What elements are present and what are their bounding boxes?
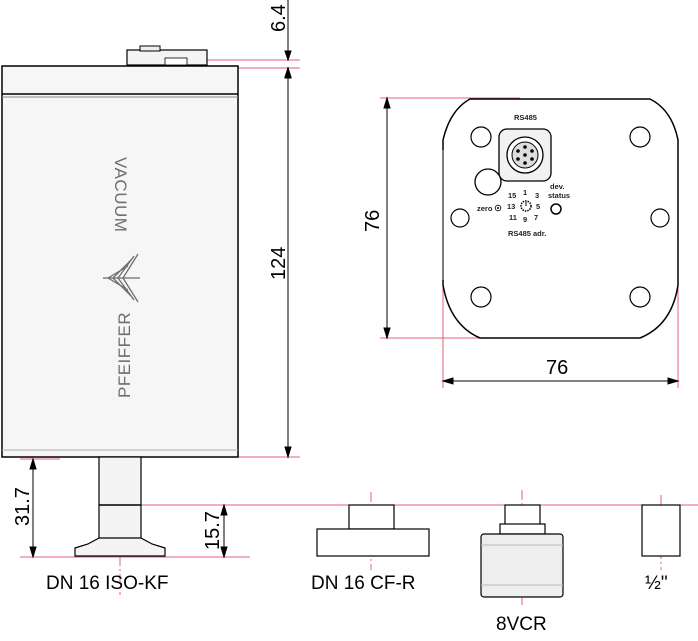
hole-mid-left [450, 208, 470, 228]
hole-bottom-left [470, 286, 492, 308]
front-face: RS485 zero 15 1 3 13 5 11 9 7 [442, 98, 679, 339]
zero-label: zero [477, 204, 493, 213]
status-label: status [548, 191, 570, 200]
address-label: RS485 adr. [508, 229, 546, 238]
dim-top-gap: 6.4 [268, 4, 290, 32]
half-inch-fitting [641, 504, 681, 557]
brand-name-left: PFEIFFER [115, 312, 134, 398]
hole-mid-right [650, 208, 670, 228]
dimension-lines [29, 0, 680, 559]
hole-top-right [629, 126, 651, 148]
kf-flange [74, 537, 166, 557]
zero-button [474, 168, 502, 196]
label-vcr: 8VCR [496, 614, 547, 635]
body-housing [1, 65, 239, 458]
dim-flange-height: 31.7 [12, 487, 34, 526]
dim-face-width: 76 [546, 357, 568, 379]
svg-text:9: 9 [523, 215, 527, 224]
status-led-icon [550, 203, 562, 215]
brand-logo: PFEIFFER VACUUM [103, 157, 140, 398]
dim-fitting-height: 15.7 [202, 511, 224, 550]
svg-text:7: 7 [534, 213, 538, 222]
svg-text:1: 1 [523, 188, 527, 197]
address-dial: 15 1 3 13 5 11 9 7 [507, 188, 540, 224]
flange-tube [98, 456, 142, 541]
label-cf-r: DN 16 CF-R [311, 573, 416, 594]
hole-top-left [470, 126, 492, 148]
hole-bottom-right [629, 286, 651, 308]
gauge-body: PFEIFFER VACUUM [1, 45, 239, 557]
dev-label: dev. [550, 182, 564, 191]
brand-emblem [103, 253, 140, 303]
mount-holes [450, 126, 670, 308]
label-iso-kf: DN 16 ISO-KF [46, 573, 168, 594]
zero-indicator-icon [494, 204, 502, 212]
svg-text:5: 5 [536, 202, 540, 211]
dim-face-height: 76 [362, 210, 384, 232]
vcr-fitting [480, 504, 564, 598]
svg-text:11: 11 [509, 213, 517, 222]
svg-text:15: 15 [508, 191, 516, 200]
dim-body-height: 124 [268, 247, 290, 280]
label-half-inch: ½" [645, 573, 668, 594]
cf-r-fitting [316, 504, 430, 557]
svg-text:13: 13 [507, 202, 515, 211]
svg-text:3: 3 [535, 191, 539, 200]
rs485-port-label: RS485 [514, 113, 537, 122]
connector-pins [516, 145, 534, 165]
brand-name-right: VACUUM [111, 157, 130, 232]
